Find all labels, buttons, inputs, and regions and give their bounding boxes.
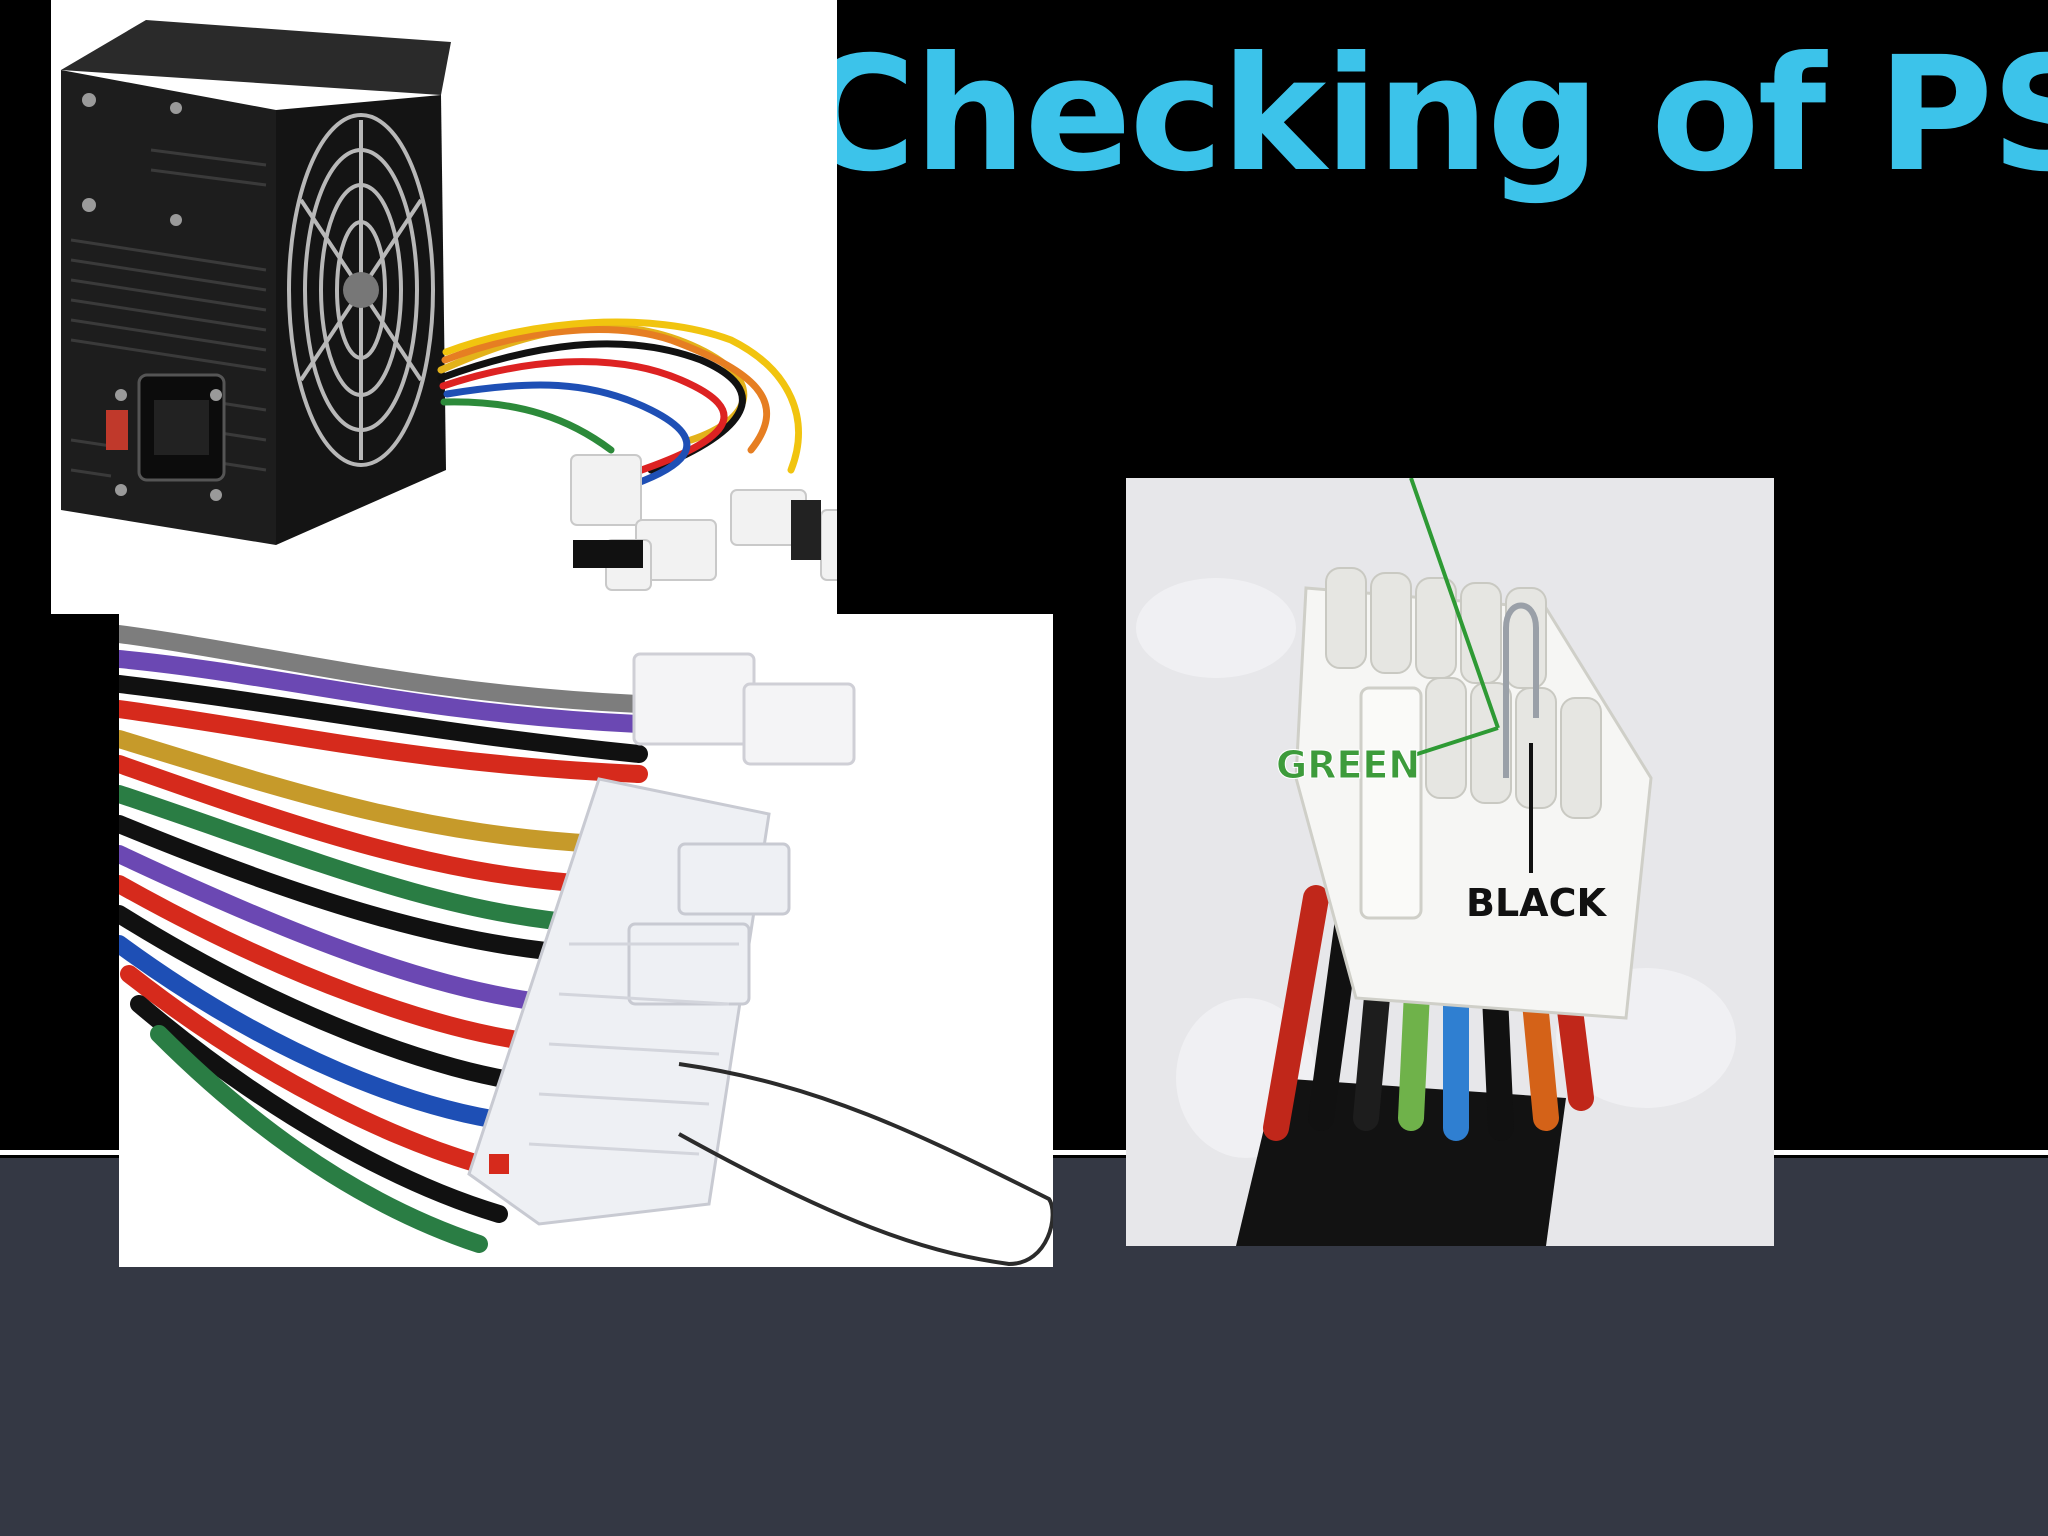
psu-unit-photo [51,0,837,614]
atx-connector-paperclip-photo [119,614,1053,1267]
black-wire-label: BLACK [1466,881,1607,925]
atx-jumper-closeup-photo: GREEN BLACK [1126,478,1774,1246]
slide-title: Checking of PSU [800,23,2048,207]
green-wire-label: GREEN [1276,743,1420,787]
